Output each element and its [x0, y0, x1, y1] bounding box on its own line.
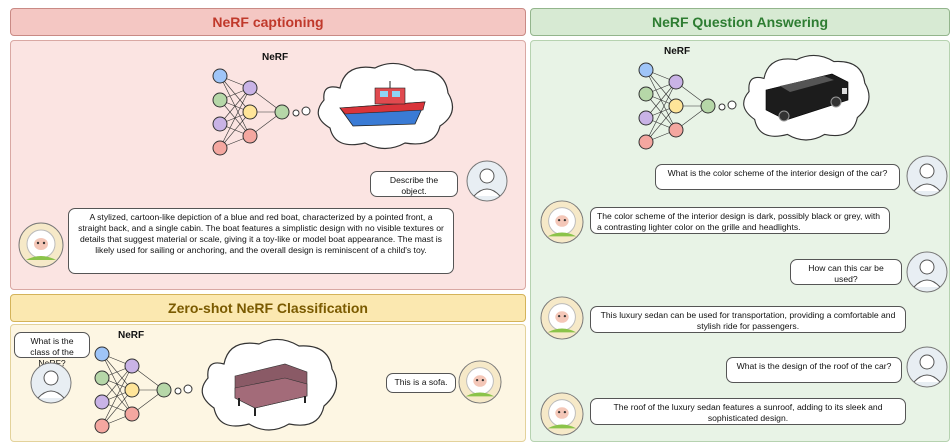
qa-question-bubble-3: What is the design of the roof of the ca… — [726, 357, 902, 383]
qa-question-bubble-1: What is the color scheme of the interior… — [655, 164, 900, 190]
qa-answer-text-1: The color scheme of the interior design … — [597, 211, 881, 232]
user-avatar-icon — [906, 251, 948, 293]
sheep-avatar-icon — [18, 222, 64, 268]
qa-answer-bubble-2: This luxury sedan can be used for transp… — [590, 306, 906, 333]
neural-network-icon — [638, 62, 737, 150]
car-icon — [765, 73, 849, 122]
neural-network-icon — [212, 68, 311, 156]
captioning-answer-text: A stylized, cartoon-like depiction of a … — [78, 212, 444, 255]
classification-answer-text: This is a sofa. — [394, 377, 448, 387]
captioning-header: NeRF captioning — [10, 8, 526, 36]
qa-nerf-label: NeRF — [664, 46, 691, 57]
sheep-avatar-icon — [540, 296, 584, 340]
boat-icon — [339, 81, 426, 127]
sheep-avatar-icon — [540, 200, 584, 244]
user-avatar-icon — [30, 362, 72, 404]
user-avatar-icon — [466, 160, 508, 202]
qa-answer-bubble-3: The roof of the luxury sedan features a … — [590, 398, 906, 425]
captioning-answer-bubble: A stylized, cartoon-like depiction of a … — [68, 208, 454, 274]
neural-network-icon — [94, 346, 193, 434]
qa-question-bubble-2: How can this car be used? — [790, 259, 902, 285]
classification-question-bubble: What is the class of the NeRF? — [14, 332, 90, 368]
classification-nerf-label: NeRF — [118, 330, 145, 341]
user-avatar-icon — [906, 155, 948, 197]
captioning-question-text: Describe the object. — [389, 175, 439, 196]
user-avatar-icon — [906, 346, 948, 388]
sheep-avatar-icon — [540, 392, 584, 436]
captioning-question-bubble: Describe the object. — [370, 171, 458, 197]
classification-header: Zero-shot NeRF Classification — [10, 294, 526, 322]
qa-question-text-2: How can this car be used? — [808, 263, 884, 284]
qa-answer-text-3: The roof of the luxury sedan features a … — [613, 402, 883, 423]
classification-answer-bubble: This is a sofa. — [386, 373, 456, 393]
sheep-avatar-icon — [458, 360, 502, 404]
qa-question-text-1: What is the color scheme of the interior… — [667, 168, 888, 178]
classification-header-text: Zero-shot NeRF Classification — [168, 300, 368, 316]
sofa-icon — [234, 363, 308, 416]
qa-question-text-3: What is the design of the roof of the ca… — [736, 361, 892, 371]
captioning-nerf-label: NeRF — [262, 52, 289, 63]
qa-header: NeRF Question Answering — [530, 8, 950, 36]
qa-header-text: NeRF Question Answering — [651, 14, 829, 30]
captioning-header-text: NeRF captioning — [212, 14, 324, 30]
qa-answer-bubble-1: The color scheme of the interior design … — [590, 207, 890, 234]
qa-answer-text-2: This luxury sedan can be used for transp… — [600, 310, 896, 331]
